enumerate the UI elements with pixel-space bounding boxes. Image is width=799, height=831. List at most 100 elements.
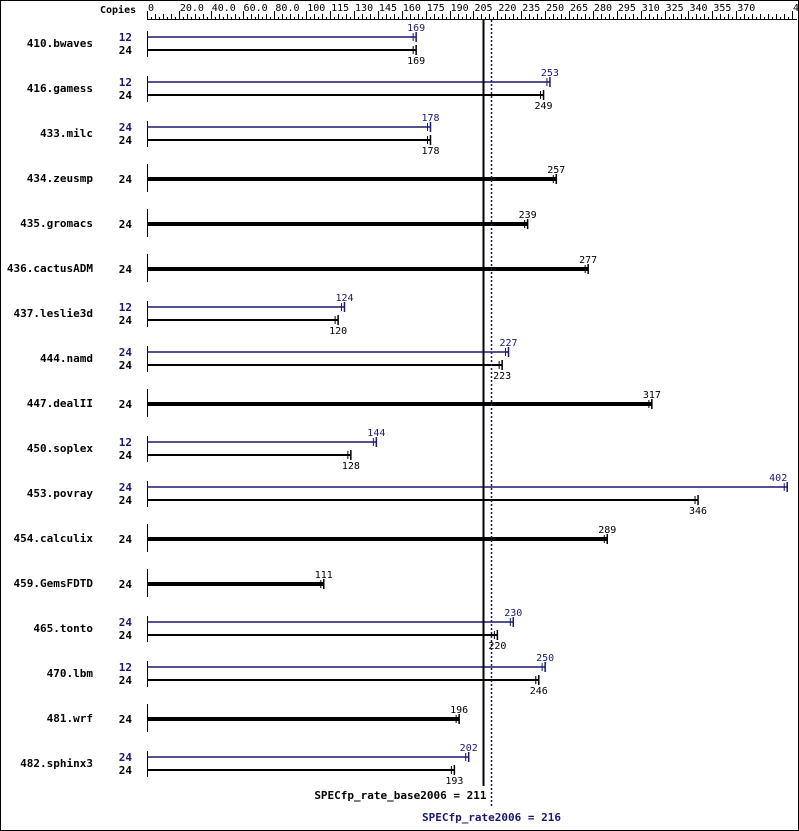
- base-copies: 24: [119, 674, 133, 687]
- benchmark-name: 481.wrf: [47, 712, 93, 725]
- base-copies: 24: [119, 578, 133, 591]
- benchmark-name: 436.cactusADM: [7, 262, 93, 275]
- base-value-label: 111: [315, 570, 333, 581]
- x-tick-label: 220: [498, 3, 516, 14]
- x-tick-label: 265: [570, 3, 588, 14]
- benchmark-row: 459.GemsFDTD 24 111: [14, 569, 333, 597]
- x-tick-label: 0: [148, 3, 154, 14]
- x-axis: 0 20.0 40.0 60.0 80.0 100 115 130 145 160 175 190 20…: [147, 3, 799, 20]
- benchmark-row: 435.gromacs 24 239: [20, 209, 537, 237]
- benchmark-name: 470.lbm: [47, 667, 94, 680]
- peak-value-label: 230: [504, 608, 522, 619]
- peak-copies: 24: [119, 751, 133, 764]
- base-copies: 24: [119, 44, 133, 57]
- peak-copies: 24: [119, 481, 133, 494]
- benchmark-name: 444.namd: [40, 352, 93, 365]
- peak-copies: 12: [119, 31, 132, 44]
- x-tick-label: 20.0: [180, 3, 204, 14]
- x-tick-label: 310: [642, 3, 660, 14]
- base-copies: 24: [119, 218, 133, 231]
- base-value-label: 128: [342, 461, 360, 472]
- peak-value-label: 178: [421, 113, 439, 124]
- benchmark-name: 447.dealII: [27, 397, 93, 410]
- benchmark-row: 434.zeusmp 24 257: [27, 164, 565, 192]
- base-value-label: 220: [488, 641, 506, 652]
- base-copies: 24: [119, 134, 133, 147]
- peak-copies: 12: [119, 301, 132, 314]
- x-tick-label: 175: [427, 3, 445, 14]
- x-tick-label: 280: [594, 3, 612, 14]
- x-tick-label: 295: [618, 3, 636, 14]
- x-tick-label: 60.0: [244, 3, 268, 14]
- base-copies: 24: [119, 713, 133, 726]
- peak-value-label: 144: [367, 428, 385, 439]
- base-value-label: 346: [689, 506, 707, 517]
- benchmark-name: 453.povray: [27, 487, 94, 500]
- base-copies: 24: [119, 314, 133, 327]
- x-tick-label: 190: [451, 3, 469, 14]
- base-value-label: 277: [579, 255, 597, 266]
- benchmark-row: 481.wrf 24 196: [47, 704, 468, 732]
- base-value-label: 257: [547, 165, 565, 176]
- peak-copies: 12: [119, 436, 132, 449]
- peak-reference-label: SPECfp_rate2006 = 216: [422, 811, 561, 824]
- base-copies: 24: [119, 173, 133, 186]
- base-copies: 24: [119, 629, 133, 642]
- peak-copies: 12: [119, 661, 132, 674]
- x-tick-label: 325: [666, 3, 684, 14]
- benchmark-name: 459.GemsFDTD: [14, 577, 94, 590]
- benchmark-name: 465.tonto: [33, 622, 93, 635]
- x-tick-label: 160: [403, 3, 421, 14]
- benchmark-name: 482.sphinx3: [20, 757, 93, 770]
- benchmark-name: 410.bwaves: [27, 37, 93, 50]
- x-tick-label: 40.0: [212, 3, 236, 14]
- base-copies: 24: [119, 764, 133, 777]
- x-tick-label: 145: [379, 3, 397, 14]
- x-tick-label: 115: [331, 3, 349, 14]
- x-tick-label: 235: [522, 3, 540, 14]
- x-tick-label: 80.0: [275, 3, 299, 14]
- base-value-label: 246: [530, 686, 548, 697]
- peak-value-label: 402: [769, 473, 787, 484]
- benchmark-name: 450.soplex: [27, 442, 94, 455]
- x-tick-label: 100: [307, 3, 325, 14]
- x-tick-label: 130: [355, 3, 373, 14]
- base-value-label: 193: [445, 776, 463, 787]
- benchmark-name: 434.zeusmp: [27, 172, 94, 185]
- benchmark-name: 416.gamess: [27, 82, 93, 95]
- peak-copies: 24: [119, 346, 133, 359]
- peak-value-label: 169: [407, 23, 425, 34]
- peak-value-label: 250: [536, 653, 554, 664]
- peak-value-label: 253: [541, 68, 559, 79]
- x-tick-label: 355: [713, 3, 731, 14]
- base-copies: 24: [119, 359, 133, 372]
- benchmark-row: 436.cactusADM 24 277: [7, 254, 597, 282]
- base-value-label: 196: [450, 705, 468, 716]
- benchmark-name: 435.gromacs: [20, 217, 93, 230]
- base-copies: 24: [119, 494, 133, 507]
- x-tick-label: 250: [546, 3, 564, 14]
- base-value-label: 289: [598, 525, 616, 536]
- x-tick-label: 370: [737, 3, 755, 14]
- base-copies: 24: [119, 533, 133, 546]
- base-value-label: 239: [519, 210, 537, 221]
- base-copies: 24: [119, 263, 133, 276]
- x-tick-label: 205: [474, 3, 492, 14]
- benchmark-name: 437.leslie3d: [14, 307, 93, 320]
- base-copies: 24: [119, 398, 133, 411]
- peak-value-label: 227: [499, 338, 517, 349]
- peak-value-label: 202: [460, 743, 478, 754]
